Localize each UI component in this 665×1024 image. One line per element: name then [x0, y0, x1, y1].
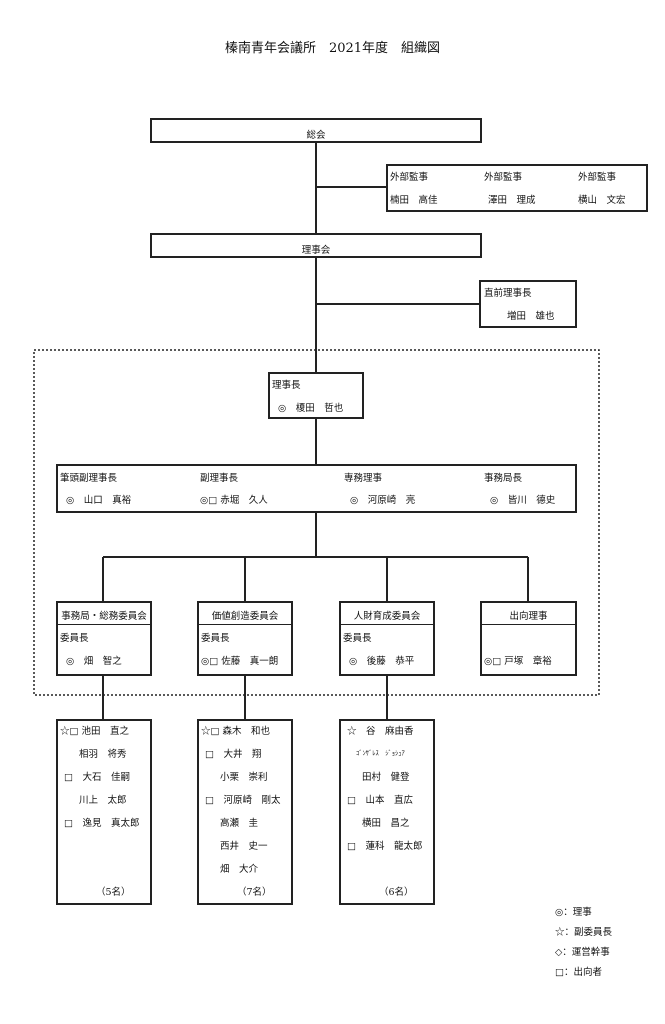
committee-box-value-creation: 価値創造委員会 委員長 ◎□ 佐藤 真一朗	[197, 601, 293, 676]
committee-chair: ◎□ 佐藤 真一朗	[201, 656, 279, 667]
member-count: （6名）	[379, 887, 414, 898]
committee-name: 価値創造委員会	[211, 611, 279, 622]
member-count: （7名）	[237, 887, 272, 898]
member-item: □ 逸見 真太郎	[64, 818, 140, 829]
committee-name: 人財育成委員会	[353, 611, 421, 622]
previous-president-role: 直前理事長	[484, 288, 532, 299]
member-item: 小栗 崇利	[201, 772, 268, 783]
board-of-directors-box: 理事会	[150, 233, 482, 258]
auditor-3-name: 横山 文宏	[578, 195, 626, 206]
officer-2-role: 副理事長	[200, 473, 239, 484]
page-title: 榛南青年会議所 2021年度 組織図	[224, 41, 441, 56]
member-item: □ 山本 直広	[347, 795, 413, 806]
auditor-3-role: 外部監事	[578, 172, 617, 183]
member-item: 田村 健登	[343, 772, 410, 783]
member-count: （5名）	[96, 887, 131, 898]
members-box-value-creation: ☆□ 森木 和也 □ 大井 翔 小栗 崇利 □ 河原崎 剛太 高瀬 圭 西井 史…	[197, 719, 293, 905]
president-role: 理事長	[272, 380, 301, 391]
previous-president-box: 直前理事長 増田 雄也	[479, 280, 577, 328]
auditor-1-role: 外部監事	[390, 172, 429, 183]
auditor-2-role: 外部監事	[484, 172, 523, 183]
member-item: 西井 史一	[201, 841, 268, 852]
previous-president-name: 増田 雄也	[507, 311, 555, 322]
member-item: □ 河原崎 剛太	[205, 795, 281, 806]
officer-3-role: 専務理事	[344, 473, 383, 484]
member-item: □ 大石 佳嗣	[64, 772, 130, 783]
member-item: 川上 太郎	[60, 795, 127, 806]
member-item: ☆□ 池田 直之	[60, 726, 129, 737]
member-item: 横田 昌之	[343, 818, 410, 829]
member-item: 高瀬 圭	[201, 818, 259, 829]
officer-3-name: ◎ 河原崎 亮	[350, 495, 416, 506]
legend-item: ◇：運営幹事	[555, 947, 610, 958]
auditor-1-name: 楠田 高佳	[390, 195, 438, 206]
committee-chair: ◎ 後藤 恭平	[349, 656, 415, 667]
committee-box-seconded-director: 出向理事 ◎□ 戸塚 章裕	[480, 601, 577, 676]
general-assembly-box: 総会	[150, 118, 482, 143]
officer-1-role: 筆頭副理事長	[60, 473, 118, 484]
officer-4-role: 事務局長	[484, 473, 523, 484]
committee-chair-label: 委員長	[60, 633, 89, 644]
officers-box: 筆頭副理事長 ◎ 山口 真裕 副理事長 ◎□ 赤堀 久人 専務理事 ◎ 河原崎 …	[56, 464, 577, 513]
members-box-general-affairs: ☆□ 池田 直之 相羽 将秀 □ 大石 佳嗣 川上 太郎 □ 逸見 真太郎 （5…	[56, 719, 152, 905]
external-auditors-box: 外部監事 楠田 高佳 外部監事 澤田 理成 外部監事 横山 文宏	[386, 164, 648, 212]
committee-name: 事務局・総務委員会	[61, 611, 147, 622]
member-item: ☆ 谷 麻由香	[347, 726, 414, 737]
committee-chair-label: 委員長	[201, 633, 230, 644]
member-item: □ 蓮科 龍太郎	[347, 841, 423, 852]
members-box-human-resources: ☆ 谷 麻由香 ｺﾞﾝｻﾞﾚｽ ｼﾞｮｼｭｱ 田村 健登 □ 山本 直広 横田 …	[339, 719, 435, 905]
officer-1-name: ◎ 山口 真裕	[66, 495, 132, 506]
member-item: ☆□ 森木 和也	[201, 726, 270, 737]
legend-item: □：出向者	[555, 967, 602, 978]
committee-chair-label: 委員長	[343, 633, 372, 644]
auditor-2-name: 澤田 理成	[488, 195, 536, 206]
member-item: ｺﾞﾝｻﾞﾚｽ ｼﾞｮｼｭｱ	[343, 749, 405, 757]
member-item: 相羽 将秀	[60, 749, 127, 760]
officer-4-name: ◎ 皆川 德史	[490, 495, 556, 506]
committee-box-human-resources: 人財育成委員会 委員長 ◎ 後藤 恭平	[339, 601, 435, 676]
committee-box-general-affairs: 事務局・総務委員会 委員長 ◎ 畑 智之	[56, 601, 152, 676]
president-box: 理事長 ◎ 榎田 哲也	[268, 372, 364, 419]
legend-item: ☆：副委員長	[555, 927, 613, 938]
committee-chair: ◎□ 戸塚 章裕	[484, 656, 552, 667]
legend-item: ◎：理事	[555, 907, 592, 918]
committee-name: 出向理事	[509, 611, 548, 622]
officer-2-name: ◎□ 赤堀 久人	[200, 495, 268, 506]
member-item: □ 大井 翔	[205, 749, 262, 760]
board-dashed-boundary	[33, 349, 600, 696]
president-name: ◎ 榎田 哲也	[278, 403, 344, 414]
committee-chair: ◎ 畑 智之	[66, 656, 122, 667]
member-item: 畑 大介	[201, 864, 259, 875]
